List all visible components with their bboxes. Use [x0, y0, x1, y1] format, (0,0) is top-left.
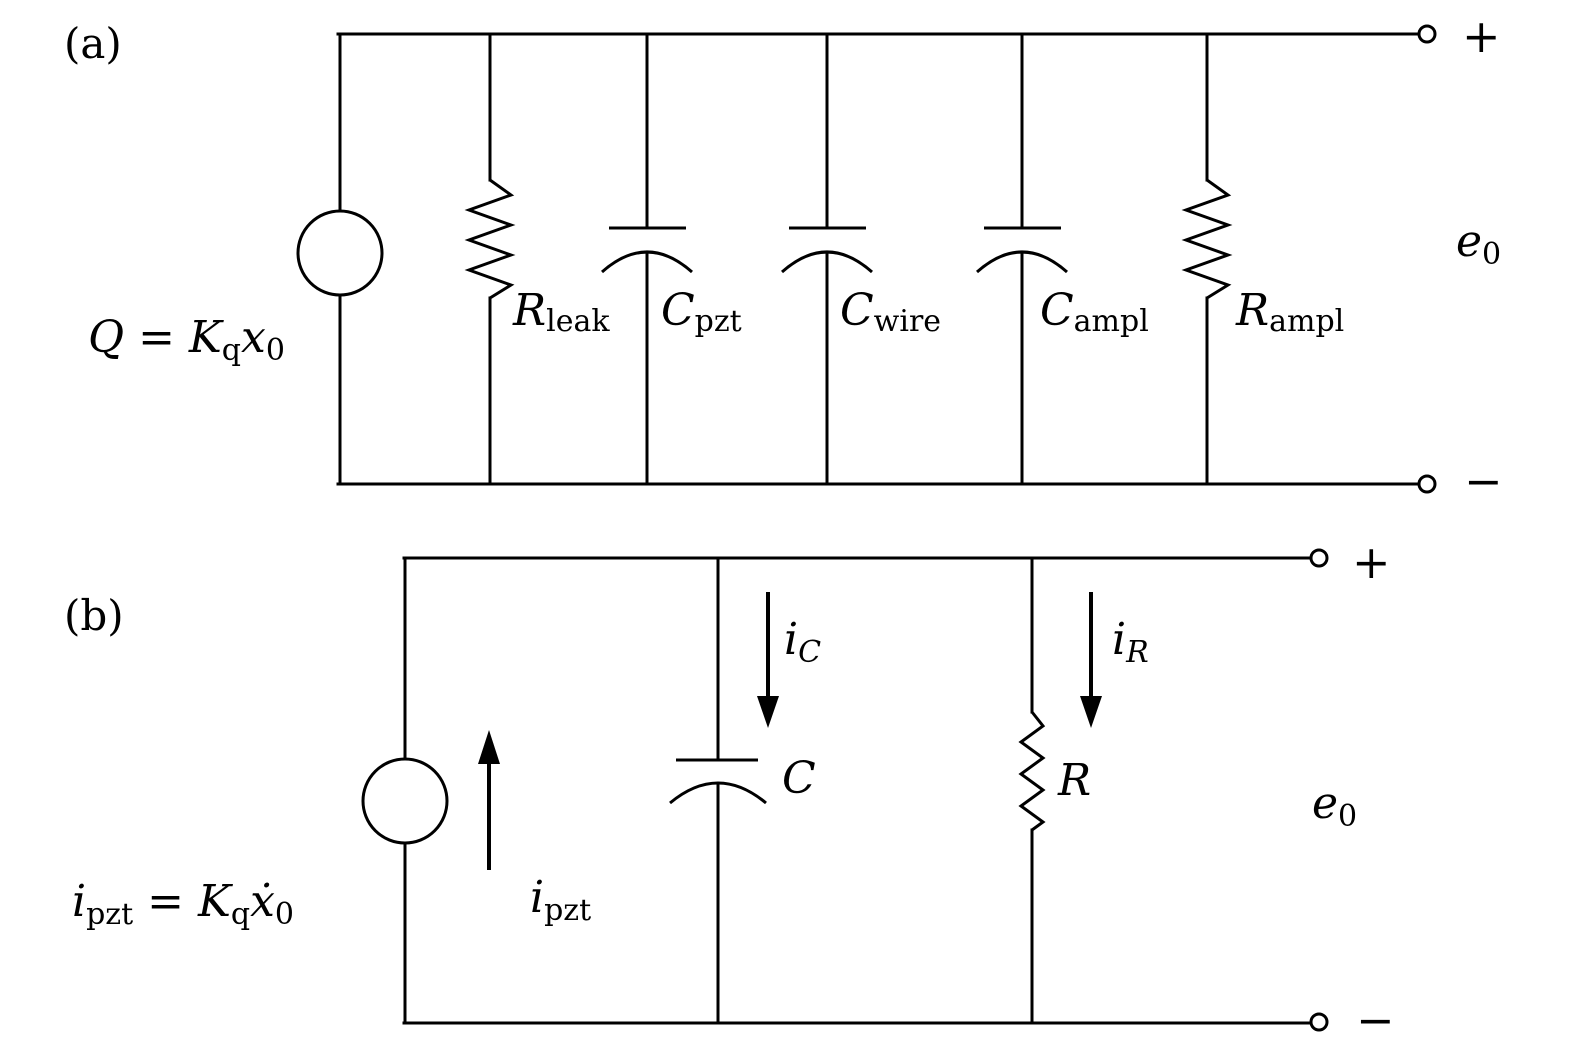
panel-b-plus-sign: +: [1352, 535, 1391, 589]
panel-b-resistor: [1018, 556, 1046, 1025]
panel-b-source-equation: ipzt = Kqẋ0: [72, 876, 294, 932]
arrow-i-pzt: [478, 730, 500, 870]
panel-a-positive-terminal: [1417, 24, 1437, 44]
panel-b-output-voltage: e0: [1312, 778, 1357, 834]
panel-a-capacitor-pzt: [601, 32, 693, 486]
panel-a-minus-sign: −: [1464, 454, 1503, 508]
label-c-wire: Cwire: [840, 285, 941, 339]
panel-a-capacitor-wire: [781, 32, 873, 486]
label-c-ampl: Campl: [1040, 285, 1149, 339]
panel-b-label: (b): [64, 591, 124, 640]
panel-b-capacitor: [669, 556, 767, 1025]
label-r: R: [1057, 755, 1091, 806]
panel-b-current-source: [361, 556, 449, 1025]
panel-b-minus-sign: −: [1356, 993, 1395, 1047]
panel-a-negative-terminal: [1417, 474, 1437, 494]
panel-b: (b): [64, 535, 1395, 1047]
panel-b-negative-terminal: [1309, 1012, 1329, 1032]
label-r-ampl: Rampl: [1235, 285, 1344, 339]
label-i-c: iC: [784, 614, 821, 670]
panel-a-capacitor-ampl: [976, 32, 1068, 486]
panel-a-output-voltage: e0: [1456, 216, 1501, 272]
label-c: C: [782, 753, 816, 804]
panel-a-resistor-ampl: [1181, 32, 1233, 486]
label-i-pzt: ipzt: [530, 872, 591, 928]
label-i-r: iR: [1112, 614, 1149, 670]
label-c-pzt: Cpzt: [661, 285, 742, 339]
panel-a-source-equation: Q = Kqx0: [88, 312, 285, 368]
label-r-leak: Rleak: [512, 285, 610, 339]
arrow-i-r: [1080, 592, 1102, 728]
panel-b-positive-terminal: [1309, 548, 1329, 568]
panel-a-resistor-leak: [464, 32, 516, 486]
panel-a-label: (a): [64, 19, 122, 68]
arrow-i-c: [757, 592, 779, 728]
panel-a-plus-sign: +: [1462, 9, 1501, 63]
panel-a-charge-source: [296, 32, 384, 486]
panel-a: (a): [64, 9, 1503, 508]
